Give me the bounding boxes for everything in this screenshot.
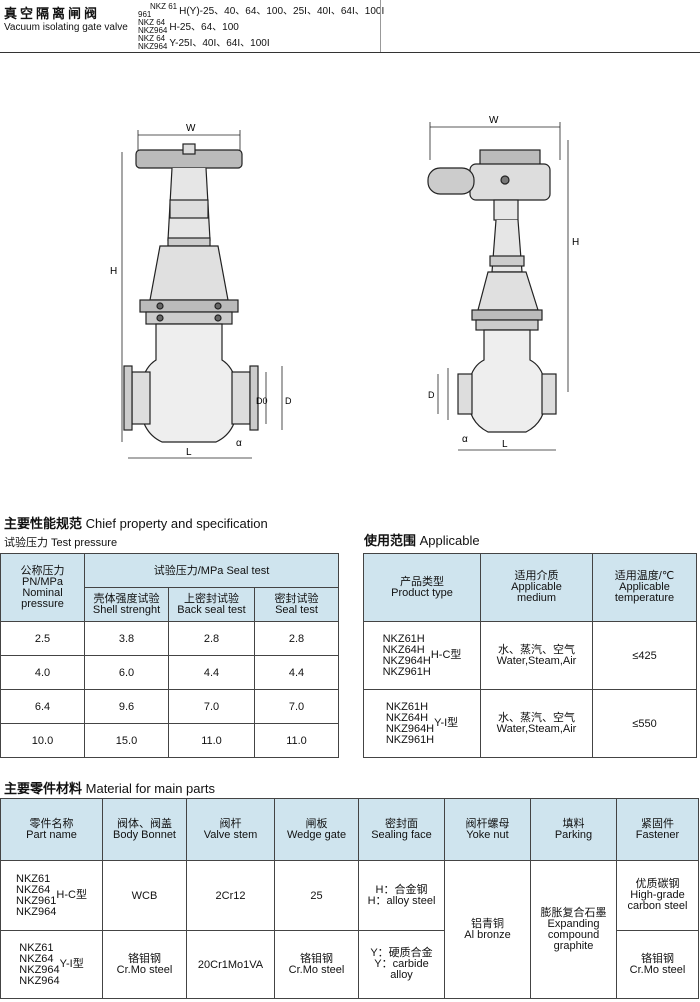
label-h: H — [110, 266, 117, 277]
label-h-2: H — [572, 237, 579, 248]
title-chinese: 真空隔离闸阀 — [4, 6, 101, 21]
material-section-title: 主要零件材料 Material for main parts — [4, 781, 215, 796]
title-english: Vacuum isolating gate valve — [4, 22, 128, 33]
spec-subtitle: 试验压力 Test pressure — [4, 537, 118, 549]
label-l: L — [186, 447, 192, 458]
label-alpha: α — [236, 438, 242, 449]
label-d0: D0 — [256, 396, 268, 406]
valve-drawing: W H L D0 D α W H L D α — [110, 115, 579, 459]
label-l-2: L — [502, 439, 508, 450]
spec-section-title: 主要性能规范 Chief property and specification — [4, 516, 268, 531]
manual-valve-drawing — [121, 130, 283, 459]
label-w: W — [186, 123, 196, 134]
label-d-2: D — [428, 390, 435, 400]
applicable-section-title: 使用范围 Applicable — [364, 533, 480, 548]
header-separator — [380, 0, 381, 52]
label-d: D — [285, 396, 292, 406]
electric-valve-drawing — [427, 122, 569, 451]
page-header: 真空隔离闸阀 Vacuum isolating gate valve NKZ 6… — [0, 0, 700, 52]
header-rule — [0, 52, 700, 53]
label-alpha-2: α — [462, 434, 468, 445]
label-w-2: W — [489, 115, 499, 126]
header-seal-test-group: 试验压力/MPa Seal test — [83, 553, 340, 588]
